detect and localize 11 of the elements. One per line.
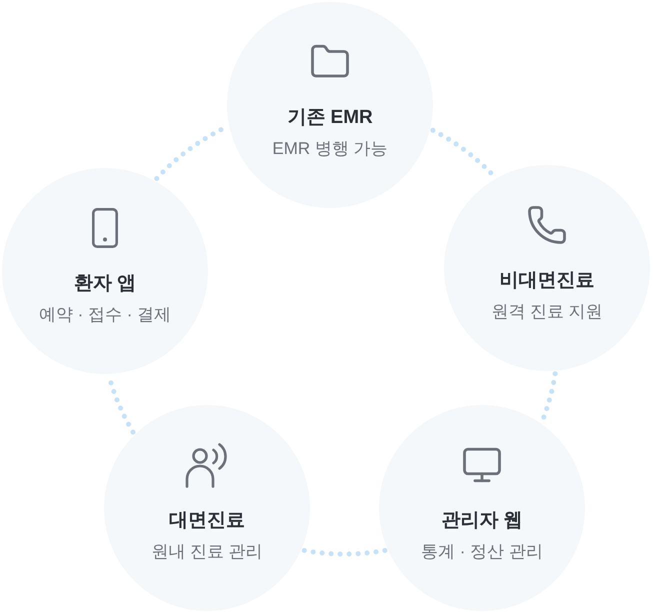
node-subtitle: EMR 병행 가능 bbox=[272, 138, 388, 160]
dotted-connector bbox=[302, 548, 388, 557]
node-subtitle: 예약 · 접수 · 결제 bbox=[38, 304, 172, 326]
node-subtitle: 원내 진료 관리 bbox=[151, 541, 263, 563]
node-title: 비대면진료 bbox=[500, 269, 594, 293]
node-title: 관리자 웹 bbox=[441, 509, 523, 533]
node-subtitle: 통계 · 정산 관리 bbox=[421, 541, 543, 563]
node-title: 기존 EMR bbox=[287, 106, 373, 130]
node-subtitle: 원격 진료 지원 bbox=[491, 301, 603, 323]
node-title: 환자 앱 bbox=[74, 272, 136, 296]
node-title: 대면진료 bbox=[169, 509, 245, 533]
